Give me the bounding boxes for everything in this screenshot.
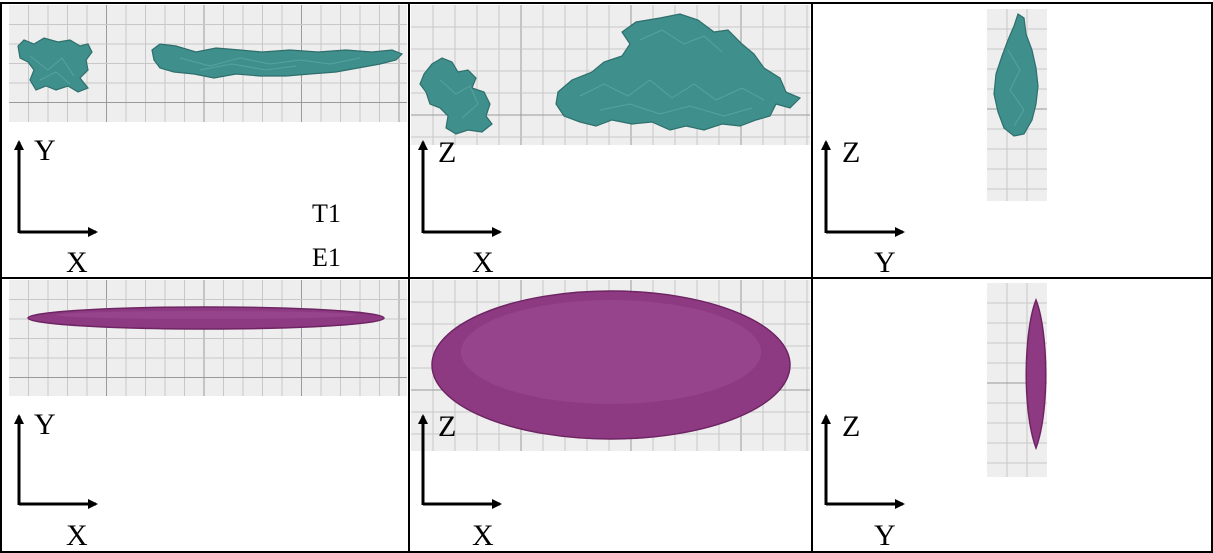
top-xy-long-blob bbox=[151, 43, 404, 79]
top-yz-shapes bbox=[993, 13, 1039, 137]
top-texture bbox=[29, 29, 1025, 127]
axis-label-vertical: Z bbox=[438, 410, 456, 443]
bottom-xy-ellipse bbox=[27, 306, 385, 330]
axis-label-vertical: Z bbox=[842, 410, 860, 443]
bottom-yz-shapes bbox=[1025, 297, 1047, 451]
axis-labels: Y X Z X Z Y Y X Z X Z Y bbox=[34, 134, 896, 552]
top-xz-small-blob bbox=[419, 57, 493, 135]
bottom-yz-lens bbox=[1025, 297, 1047, 451]
grid-background bbox=[9, 280, 407, 396]
top-yz-blob bbox=[993, 13, 1039, 137]
axis-label-horizontal: X bbox=[66, 519, 88, 552]
label-e1: E1 bbox=[312, 243, 341, 272]
axes bbox=[14, 140, 905, 509]
axis-label-horizontal: Y bbox=[874, 246, 896, 279]
axis-label-horizontal: X bbox=[66, 246, 88, 279]
axis-label-vertical: Z bbox=[842, 136, 860, 169]
axis-label-horizontal: X bbox=[472, 246, 494, 279]
axis-label-horizontal: X bbox=[472, 519, 494, 552]
bottom-xz-shapes bbox=[431, 290, 791, 440]
top-xz-shapes bbox=[419, 13, 802, 135]
axis-label-horizontal: Y bbox=[874, 519, 896, 552]
label-t1: T1 bbox=[312, 199, 341, 228]
top-xz-large-blob bbox=[555, 13, 802, 131]
bottom-xy-ellipse-highlight bbox=[56, 311, 356, 319]
axis-label-vertical: Z bbox=[438, 136, 456, 169]
bottom-xz-ellipse-highlight bbox=[461, 300, 761, 404]
bottom-xy-shapes bbox=[27, 306, 385, 330]
axis-label-vertical: Y bbox=[34, 134, 56, 167]
bottom-xz-ellipse bbox=[431, 290, 791, 440]
top-xy-small-blob bbox=[17, 37, 93, 93]
axis-label-vertical: Y bbox=[34, 408, 56, 441]
top-xy-shapes bbox=[17, 37, 404, 93]
